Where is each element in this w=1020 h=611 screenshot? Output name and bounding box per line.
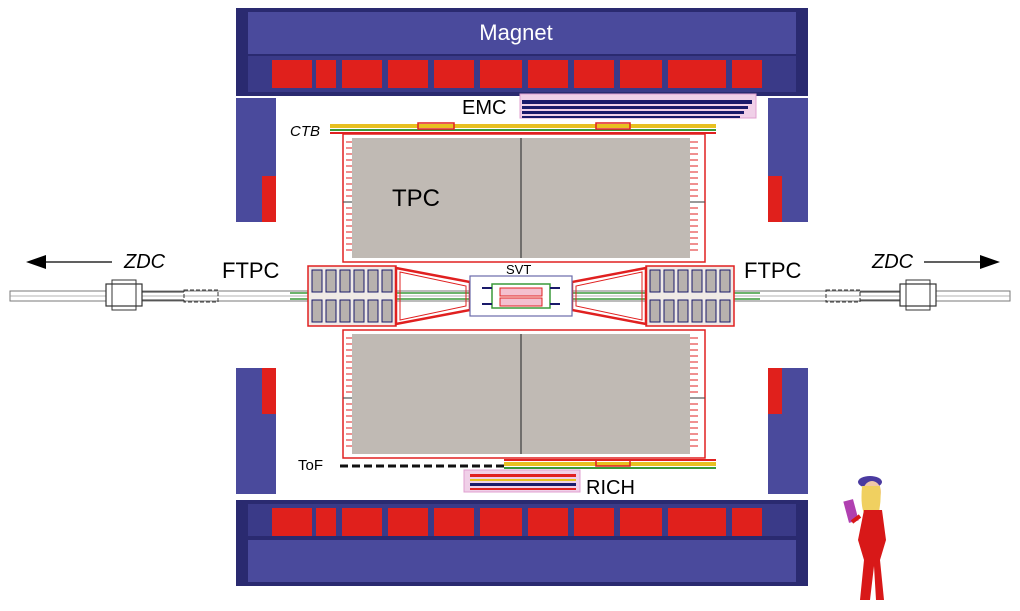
coil-block	[272, 508, 312, 536]
ftpc-cell	[663, 269, 675, 293]
magnet-bottom-yoke	[248, 540, 796, 582]
coil-block	[732, 508, 762, 536]
tpc-upper-sector-pads	[343, 141, 705, 251]
ftpc-cell	[677, 269, 689, 293]
arrow-right-icon	[924, 255, 1000, 269]
magnet-top-yoke	[248, 12, 796, 54]
coil-block	[668, 508, 726, 536]
tpc-lower	[342, 329, 706, 459]
coil-block	[316, 60, 336, 88]
coil-block	[272, 60, 312, 88]
ctb-label: CTB	[290, 123, 320, 140]
ftpc-cell	[311, 299, 323, 323]
rich-detector	[463, 469, 581, 493]
coil-block	[388, 60, 428, 88]
coil-block	[668, 60, 726, 88]
ftpc-cell	[325, 269, 337, 293]
coil-block	[480, 508, 522, 536]
coil-block	[574, 60, 614, 88]
person-icon	[843, 476, 886, 600]
pole-tip-top-right	[768, 98, 808, 222]
ftpc-left	[307, 265, 472, 327]
coil-block	[342, 60, 382, 88]
coil-block	[434, 60, 474, 88]
emc-label: EMC	[462, 97, 506, 119]
coil-block	[342, 508, 382, 536]
ftpc-cell	[677, 299, 689, 323]
coil-row-bottom	[272, 508, 762, 536]
coil-block	[620, 60, 662, 88]
zdc-left-housing	[105, 279, 219, 311]
ftpc-cell	[339, 269, 351, 293]
pole-tip-bottom-right	[768, 368, 808, 494]
ftpc-cell	[381, 269, 393, 293]
ftpc-cell	[705, 299, 717, 323]
ctb-shell-top	[330, 122, 716, 134]
coil-block	[732, 60, 762, 88]
coil-block	[528, 508, 568, 536]
ftpc-left-cells	[311, 269, 393, 323]
ftpc-cell	[311, 269, 323, 293]
ftpc-cell	[353, 299, 365, 323]
ftpc-cell	[339, 299, 351, 323]
ftpc-cell	[381, 299, 393, 323]
ftpc-right-cells	[649, 269, 731, 323]
ftpc-cell	[705, 269, 717, 293]
coil-block	[434, 508, 474, 536]
zdc-left-label: ZDC	[123, 251, 166, 273]
ftpc-cell	[367, 299, 379, 323]
zdc-right-housing	[825, 279, 937, 311]
ftpc-right-label: FTPC	[744, 258, 802, 283]
coil-block	[316, 508, 336, 536]
arrow-left-icon	[26, 255, 112, 269]
coil-block	[480, 60, 522, 88]
svt-label: SVT	[506, 262, 531, 277]
zdc-right-label: ZDC	[871, 251, 914, 273]
magnet-label: Magnet	[479, 20, 552, 45]
rich-label: RICH	[586, 477, 635, 499]
coil-block	[574, 508, 614, 536]
svt-detector	[469, 275, 573, 317]
ftpc-cell	[353, 269, 365, 293]
ftpc-cell	[663, 299, 675, 323]
ftpc-cell	[649, 299, 661, 323]
pole-tip-top-left	[236, 98, 276, 222]
ftpc-cell	[649, 269, 661, 293]
tpc-label: TPC	[392, 185, 440, 212]
ftpc-left-label: FTPC	[222, 258, 280, 283]
magnet-top	[236, 8, 808, 96]
tof-label: ToF	[298, 457, 323, 474]
ftpc-cell	[691, 299, 703, 323]
ftpc-cell	[691, 269, 703, 293]
coil-block	[620, 508, 662, 536]
ftpc-cell	[325, 299, 337, 323]
coil-row-top	[272, 60, 762, 88]
magnet-bottom	[236, 500, 808, 586]
emc-module	[519, 93, 757, 119]
ftpc-cell	[719, 269, 731, 293]
coil-block	[388, 508, 428, 536]
tpc-upper	[342, 133, 706, 263]
tpc-lower-sector-pads	[343, 337, 705, 447]
pole-tip-bottom-left	[236, 368, 276, 494]
coil-block	[528, 60, 568, 88]
ftpc-cell	[367, 269, 379, 293]
ftpc-cell	[719, 299, 731, 323]
ctb-shell-bottom	[504, 459, 716, 469]
